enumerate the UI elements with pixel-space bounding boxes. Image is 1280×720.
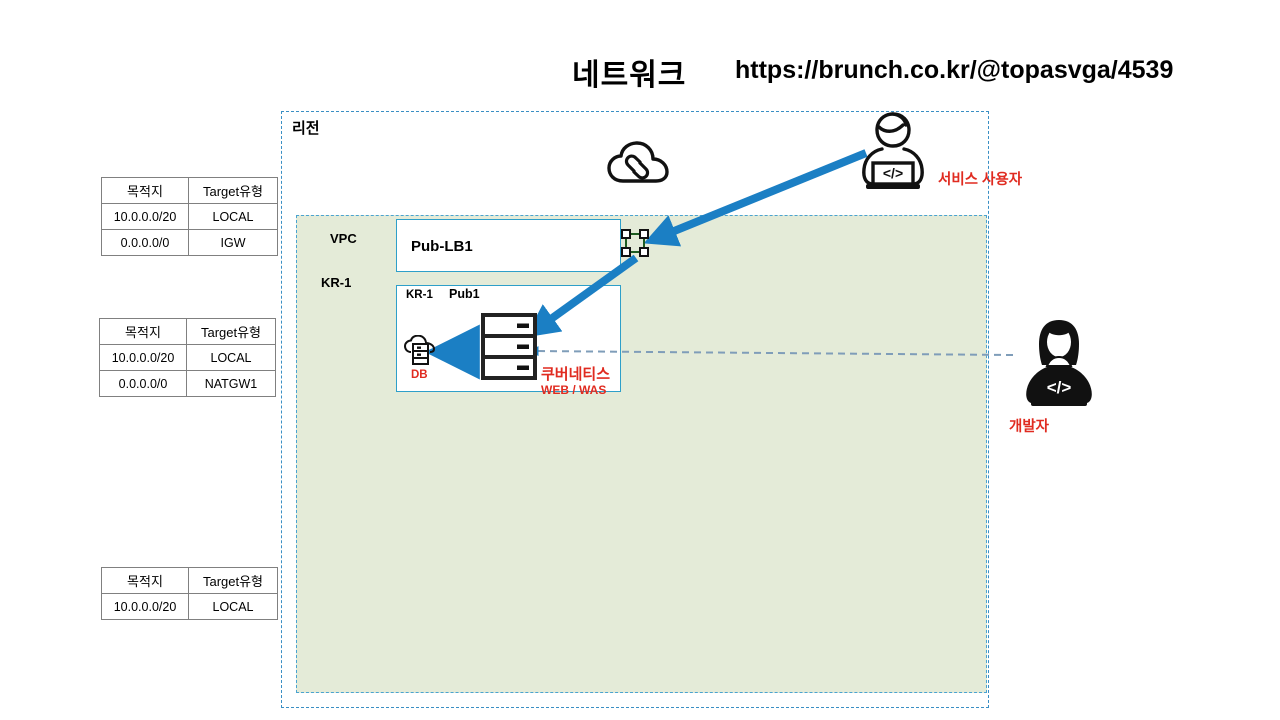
cloud-database-icon [404,334,438,372]
table-header-row: 목적지 Target유형 [101,177,278,204]
svg-text:</>: </> [1047,378,1072,397]
table-cell-destination: 0.0.0.0/0 [99,370,187,397]
table-row: 0.0.0.0/0 IGW [101,229,278,256]
load-balancer-label: Pub-LB1 [411,238,473,255]
table-header-row: 목적지 Target유형 [101,567,278,594]
page-title: 네트워크 [572,59,687,92]
cloud-link-icon [606,140,670,195]
table-cell-target: LOCAL [188,203,278,230]
table-row: 10.0.0.0/20 LOCAL [101,203,278,230]
table-cell-destination: 10.0.0.0/20 [101,593,189,620]
table-cell-destination: 10.0.0.0/20 [99,344,187,371]
table-cell-target: LOCAL [188,593,278,620]
developer-caption: 개발자 [1009,419,1050,435]
table-cell-destination: 10.0.0.0/20 [101,203,189,230]
table-cell-destination: 0.0.0.0/0 [101,229,189,256]
table-row: 10.0.0.0/20 LOCAL [101,593,278,620]
table-header-cell: Target유형 [188,567,278,594]
natgw-route-table: 목적지 Target유형 10.0.0.0/20 LOCAL 0.0.0.0/0… [99,318,276,397]
developer-icon: </> [1017,317,1101,414]
load-balancer-icon [620,228,650,263]
table-row: 10.0.0.0/20 LOCAL [99,344,276,371]
table-header-cell: Target유형 [188,177,278,204]
source-url: https://brunch.co.kr/@topasvga/4539 [735,56,1174,84]
table-header-row: 목적지 Target유형 [99,318,276,345]
table-header-cell: 목적지 [99,318,187,345]
db-caption: DB [411,369,428,381]
local-route-table: 목적지 Target유형 10.0.0.0/20 LOCAL [101,567,278,620]
region-label: 리전 [292,120,320,137]
igw-route-table: 목적지 Target유형 10.0.0.0/20 LOCAL 0.0.0.0/0… [101,177,278,256]
subnet-label: Pub1 [449,287,480,301]
kubernetes-caption: 쿠버네티스 [541,366,611,383]
table-header-cell: 목적지 [101,177,189,204]
table-cell-target: LOCAL [186,344,276,371]
table-row: 0.0.0.0/0 NATGW1 [99,370,276,397]
subnet-availability-zone-label: KR-1 [406,289,433,301]
web-was-caption: WEB / WAS [541,383,607,397]
server-rack-icon [481,313,537,386]
svg-text:</>: </> [883,165,903,181]
vpc-label: VPC [330,231,357,246]
vpc-availability-zone-label: KR-1 [321,275,352,290]
service-user-icon: </> [856,110,930,197]
table-header-cell: Target유형 [186,318,276,345]
table-header-cell: 목적지 [101,567,189,594]
service-user-caption: 서비스 사용자 [938,172,1023,188]
table-cell-target: NATGW1 [186,370,276,397]
table-cell-target: IGW [188,229,278,256]
